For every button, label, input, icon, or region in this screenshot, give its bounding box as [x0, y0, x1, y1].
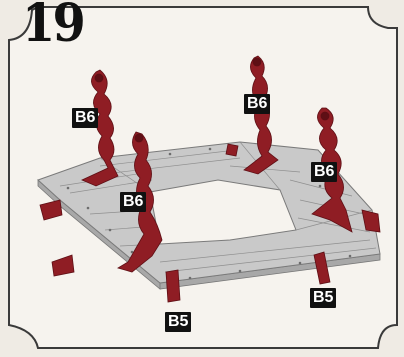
- part-label-b6-left: B6: [72, 108, 98, 128]
- part-label-b6-center: B6: [120, 192, 146, 212]
- part-label-b6-top: B6: [244, 94, 270, 114]
- part-label-b5-bottom: B5: [165, 312, 191, 332]
- part-label-b5-right: B5: [310, 288, 336, 308]
- step-number: 19: [22, 0, 83, 54]
- part-label-b6-right: B6: [311, 162, 337, 182]
